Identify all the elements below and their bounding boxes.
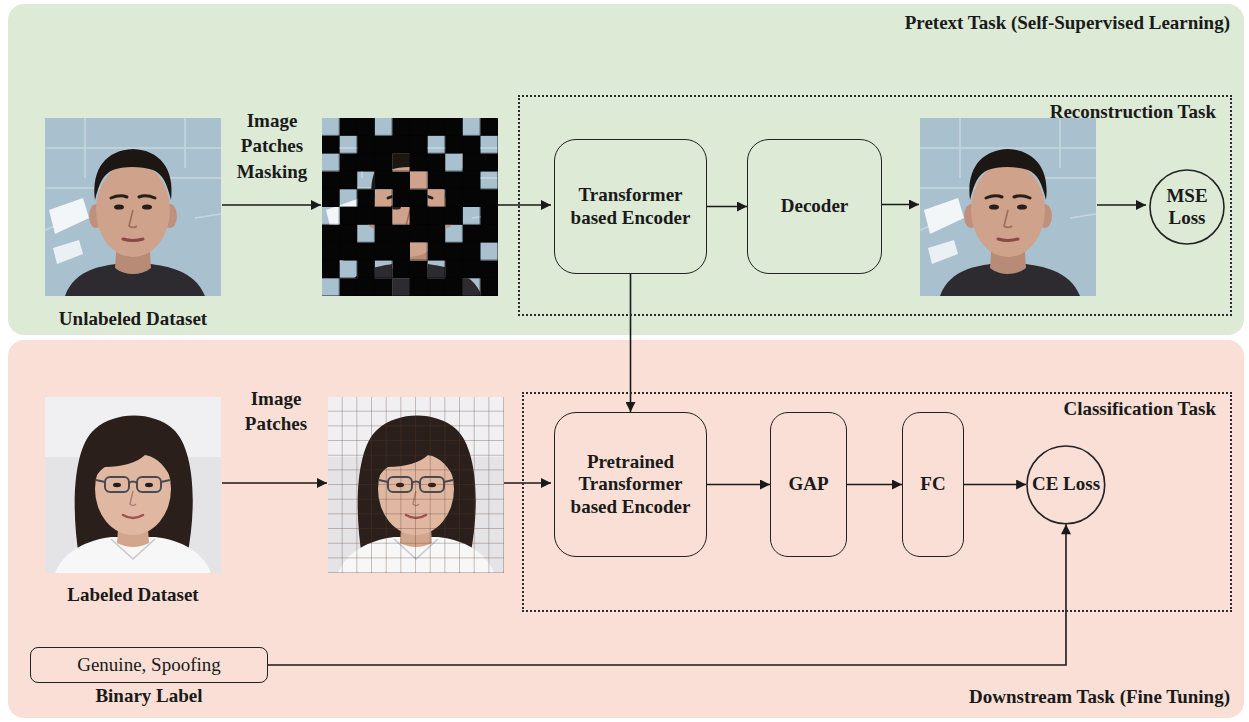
decoder-box: Decoder bbox=[747, 139, 882, 274]
circle-outline bbox=[1150, 170, 1224, 244]
connector-arrow bbox=[847, 484, 902, 486]
flow-arrow bbox=[881, 204, 919, 206]
label-slot: Image Patches Masking bbox=[222, 108, 322, 184]
masked-photo bbox=[322, 118, 498, 296]
dataset-label: Labeled Dataset bbox=[3, 582, 263, 607]
label-box: Genuine, SpoofingBinary Label bbox=[30, 647, 268, 683]
encoder-box: Pretrained Transformer based Encoder bbox=[554, 412, 707, 557]
masked-photo bbox=[322, 118, 498, 296]
flow-arrow bbox=[222, 205, 1146, 484]
patch-grid-photo bbox=[328, 397, 504, 573]
reconstructed-photo bbox=[920, 118, 1096, 296]
input-photo bbox=[45, 397, 221, 573]
region-title: Reconstruction Task bbox=[1050, 101, 1216, 123]
masked-photo bbox=[322, 118, 498, 296]
node-label: MSE Loss bbox=[1149, 185, 1225, 230]
connector-arrow bbox=[707, 484, 770, 486]
pooling-box: GAP bbox=[770, 412, 847, 557]
flow-arrow bbox=[222, 482, 327, 484]
region-title: Downstream Task (Fine Tuning) bbox=[969, 686, 1230, 708]
node-label: Pretrained Transformer based Encoder bbox=[559, 451, 702, 518]
label-slot: Labeled Dataset bbox=[3, 582, 263, 607]
dataset-label: Unlabeled Dataset bbox=[3, 306, 263, 331]
node-label: Decoder bbox=[781, 195, 849, 217]
encoder-box: Transformer based Encoder bbox=[554, 139, 707, 274]
circle-outline bbox=[1027, 446, 1105, 524]
patch-grid-photo bbox=[328, 397, 504, 573]
connector-arrow bbox=[268, 524, 1066, 665]
input-photo bbox=[45, 118, 221, 296]
masked-photo bbox=[322, 118, 498, 296]
node-label: CE Loss bbox=[1032, 473, 1100, 495]
flow-arrow bbox=[498, 204, 551, 206]
task-region: Classification TaskPretrained Transforme… bbox=[522, 392, 1232, 612]
flow-arrow bbox=[504, 482, 551, 484]
panel-background bbox=[8, 340, 1244, 718]
caption-slot: Binary Label bbox=[95, 685, 202, 707]
node-label: Transformer based Encoder bbox=[559, 184, 702, 229]
loss-circle: MSE Loss bbox=[1149, 169, 1225, 245]
input-photo bbox=[45, 397, 221, 573]
node-label: GAP bbox=[788, 473, 828, 495]
caption-label: Binary Label bbox=[95, 685, 202, 707]
region-title: Classification Task bbox=[1063, 398, 1216, 420]
loss-circle: CE Loss bbox=[1026, 445, 1106, 525]
pretext-panel: Pretext Task (Self-Supervised Learning) R… bbox=[8, 4, 1244, 335]
panel-background bbox=[8, 4, 1244, 718]
fc-box: FC bbox=[902, 412, 964, 557]
node-label: Genuine, Spoofing bbox=[77, 654, 221, 676]
dataset-label: Image Patches bbox=[228, 386, 324, 437]
task-region: Reconstruction TaskTransformer based Enc… bbox=[518, 95, 1232, 316]
label-slot: Image Patches bbox=[228, 386, 324, 437]
downstream-panel: Downstream Task (Fine Tuning) Classificat… bbox=[8, 340, 1244, 718]
patch-grid-photo bbox=[328, 397, 504, 573]
reconstructed-photo bbox=[920, 118, 1096, 296]
input-photo bbox=[45, 118, 221, 296]
region-title: Pretext Task (Self-Supervised Learning) bbox=[905, 12, 1230, 34]
connector-arrow bbox=[964, 484, 1026, 486]
label-slot: Unlabeled Dataset bbox=[3, 306, 263, 331]
panel-background bbox=[8, 4, 1244, 335]
connector-arrow bbox=[707, 206, 747, 208]
flow-arrow bbox=[1097, 204, 1146, 206]
flow-arrow bbox=[222, 204, 321, 206]
dataset-label: Image Patches Masking bbox=[222, 108, 322, 184]
node-label: FC bbox=[920, 473, 945, 495]
